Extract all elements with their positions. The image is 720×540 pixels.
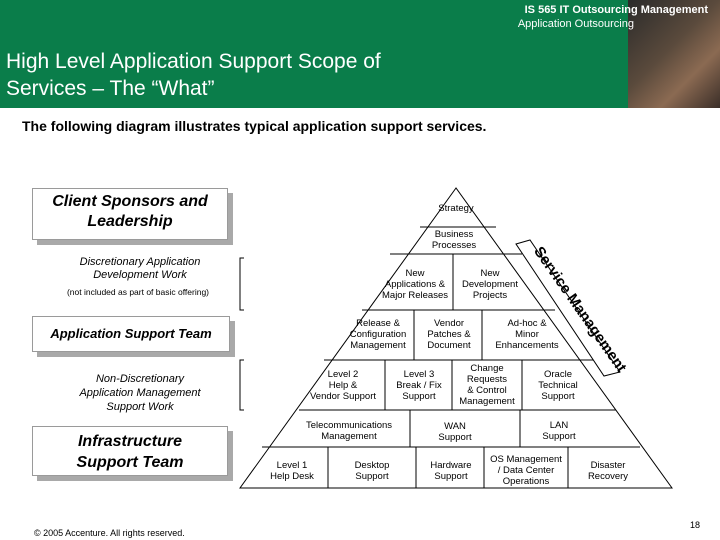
cell-release-configuration: Release & Configuration Management xyxy=(342,318,414,351)
cell-level-3: Level 3 Break / Fix Support xyxy=(388,369,450,402)
discretionary-label: Discretionary Application Development Wo… xyxy=(40,256,240,282)
infrastructure-line2: Support Team xyxy=(76,454,184,471)
page-number: 18 xyxy=(690,520,701,530)
cell-level-3-line2: Break / Fix xyxy=(396,380,442,391)
course-title: IS 565 IT Outsourcing Management xyxy=(524,4,708,16)
slide-title-line2: Services – The “What” xyxy=(6,77,215,100)
cell-level-2-line1: Level 2 xyxy=(327,369,359,380)
cell-new-development: New Development Projects xyxy=(455,268,525,301)
bracket-non-discretionary xyxy=(239,359,244,411)
cell-business-processes: Business Processes xyxy=(416,229,492,251)
header-photo xyxy=(628,0,720,108)
cell-wan-line1: WAN xyxy=(444,421,466,432)
slide-title-line1: High Level Application Support Scope of xyxy=(6,50,381,73)
infrastructure-support-team-box: Infrastructure Support Team xyxy=(32,426,228,476)
cell-oracle-line2: Technical xyxy=(538,380,578,391)
cell-new-development-line1: New xyxy=(480,268,500,279)
cell-level-3-line1: Level 3 xyxy=(403,369,435,380)
cell-level-2-line3: Vendor Support xyxy=(309,391,377,402)
copyright: © 2005 Accenture. All rights reserved. xyxy=(34,528,185,538)
cell-release-line1: Release & xyxy=(356,318,400,329)
cell-level-3-line3: Support xyxy=(402,391,436,402)
pyramid-outline xyxy=(239,187,673,489)
cell-new-development-line2: Development xyxy=(462,279,518,290)
cell-desktop-line2: Support xyxy=(355,471,389,482)
cell-new-applications-line2: Applications & xyxy=(384,279,446,290)
cell-wan-support: WAN Support xyxy=(425,421,485,443)
cell-lan-line2: Support xyxy=(542,431,576,442)
cell-change-line1: Change xyxy=(470,363,504,374)
cell-adhoc-line2: Minor xyxy=(515,329,539,340)
cell-vendor-line3: Document xyxy=(427,340,471,351)
non-discretionary-line2: Application Management xyxy=(79,387,201,399)
cell-os-line3: Operations xyxy=(502,476,550,487)
cell-adhoc-line3: Enhancements xyxy=(495,340,559,351)
cell-lan-support: LAN Support xyxy=(530,420,588,442)
cell-vendor-line2: Patches & xyxy=(427,329,471,340)
non-discretionary-line3: Support Work xyxy=(106,401,174,413)
cell-new-development-line3: Projects xyxy=(472,290,508,301)
non-discretionary-label: Non-Discretionary Application Management… xyxy=(40,372,240,414)
cell-level-2-line2: Help & xyxy=(328,380,358,391)
cell-disaster-line1: Disaster xyxy=(590,460,626,471)
application-support-team-box: Application Support Team xyxy=(32,316,230,352)
client-sponsors-line2: Leadership xyxy=(87,213,173,230)
cell-vendor-patches: Vendor Patches & Document xyxy=(418,318,480,351)
cell-hardware-line1: Hardware xyxy=(430,460,472,471)
cell-level-2: Level 2 Help & Vendor Support xyxy=(303,369,383,402)
client-sponsors-line1: Client Sponsors and xyxy=(52,193,208,210)
cell-business-processes-line1: Business xyxy=(434,229,474,240)
cell-hardware-line2: Support xyxy=(434,471,468,482)
cell-business-processes-line2: Processes xyxy=(431,240,477,251)
cell-new-applications: New Applications & Major Releases xyxy=(375,268,455,301)
cell-telecom-line2: Management xyxy=(321,431,377,442)
cell-hardware-support: Hardware Support xyxy=(422,460,480,482)
cell-desktop-support: Desktop Support xyxy=(344,460,400,482)
cell-oracle-support: Oracle Technical Support xyxy=(526,369,590,402)
slide-title: High Level Application Support Scope of … xyxy=(6,48,381,102)
cell-adhoc-enhancements: Ad-hoc & Minor Enhancements xyxy=(486,318,568,351)
cell-telecom-line1: Telecommunications xyxy=(305,420,393,431)
bracket-discretionary xyxy=(239,257,244,311)
cell-new-applications-line1: New xyxy=(405,268,425,279)
cell-release-line3: Management xyxy=(350,340,406,351)
cell-level-1: Level 1 Help Desk xyxy=(264,460,320,482)
cell-change-requests: Change Requests & Control Management xyxy=(454,363,520,407)
discretionary-note: (not included as part of basic offering) xyxy=(66,287,210,297)
cell-disaster-line2: Recovery xyxy=(587,471,629,482)
intro-text: The following diagram illustrates typica… xyxy=(22,118,487,134)
cell-new-applications-line3: Major Releases xyxy=(382,290,448,301)
cell-level-1-line1: Level 1 xyxy=(276,460,308,471)
cell-os-line1: OS Management xyxy=(490,454,562,465)
cell-lan-line1: LAN xyxy=(549,420,569,431)
cell-disaster-recovery: Disaster Recovery xyxy=(576,460,640,482)
cell-change-line2: Requests xyxy=(466,374,508,385)
discretionary-line1: Discretionary Application xyxy=(79,256,201,268)
cell-change-line4: Management xyxy=(459,396,515,407)
cell-vendor-line1: Vendor xyxy=(433,318,465,329)
cell-adhoc-line1: Ad-hoc & xyxy=(507,318,547,329)
cell-level-1-line2: Help Desk xyxy=(270,471,314,482)
service-management-band xyxy=(515,239,621,377)
cell-os-management: OS Management / Data Center Operations xyxy=(484,454,568,487)
cell-oracle-line3: Support xyxy=(541,391,575,402)
client-sponsors-box: Client Sponsors and Leadership xyxy=(32,188,228,240)
cell-strategy: Strategy xyxy=(438,203,474,214)
cell-change-line3: & Control xyxy=(467,385,507,396)
non-discretionary-line1: Non-Discretionary xyxy=(95,373,185,385)
discretionary-line2: Development Work xyxy=(93,269,187,281)
course-subtitle: Application Outsourcing xyxy=(517,18,634,30)
cell-os-line2: / Data Center xyxy=(497,465,555,476)
slide-header: IS 565 IT Outsourcing Management Applica… xyxy=(0,0,720,108)
cell-desktop-line1: Desktop xyxy=(354,460,390,471)
cell-release-line2: Configuration xyxy=(349,329,407,340)
cell-oracle-line1: Oracle xyxy=(544,369,572,380)
cell-wan-line2: Support xyxy=(438,432,472,443)
cell-telecommunications: Telecommunications Management xyxy=(298,420,400,442)
infrastructure-line1: Infrastructure xyxy=(77,433,183,450)
